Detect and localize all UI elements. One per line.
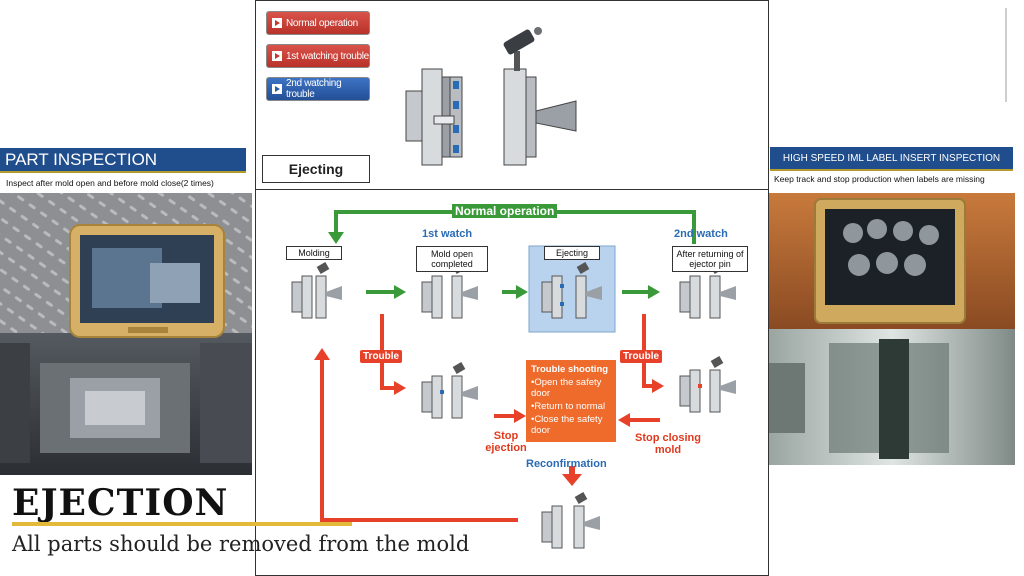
- mold-illustration: [405, 27, 577, 166]
- stage-after-return: After returning of ejector pin: [672, 246, 748, 272]
- iml-inspection-header: HIGH SPEED IML LABEL INSERT INSPECTION: [770, 147, 1013, 171]
- normal-operation-label: Normal operation: [452, 204, 558, 218]
- machine-icon-ejecting: [541, 262, 602, 319]
- legend-normal-label: Normal operation: [286, 17, 358, 29]
- machine-icon-trouble-left: [421, 362, 478, 419]
- part-inspection-photo: [0, 193, 252, 475]
- part-inspection-header: PART INSPECTION: [0, 148, 246, 173]
- trouble-shooting-title: Trouble shooting: [531, 364, 609, 375]
- stage-molding: Molding: [286, 246, 342, 260]
- reconfirmation-label: Reconfirmation: [526, 458, 607, 470]
- ejecting-stage-label: Ejecting: [262, 155, 370, 183]
- legend-normal-operation: Normal operation: [266, 11, 370, 35]
- stage-mold-open: Mold open completed: [416, 246, 488, 272]
- machine-icon-mold-open: [421, 262, 478, 319]
- legend-first-watch: 1st watching trouble: [266, 44, 370, 68]
- stop-closing-label: Stop closing mold: [635, 432, 701, 456]
- trouble-item: •Open the safety door: [531, 377, 602, 399]
- part-inspection-subtitle: Inspect after mold open and before mold …: [6, 178, 214, 188]
- legend-second-watch: 2nd watching trouble: [266, 77, 370, 101]
- machine-icon-trouble-right: [679, 356, 736, 413]
- legend-second-label: 2nd watching trouble: [286, 78, 342, 100]
- trouble-item: •Return to normal: [531, 401, 606, 412]
- trouble-right-label: Trouble: [620, 350, 663, 363]
- flow-diagram-panel: Normal operation 1st watch 2nd watch Mol…: [255, 190, 769, 576]
- play-icon: [272, 84, 282, 94]
- legend-first-label: 1st watching trouble: [286, 50, 369, 62]
- iml-inspection-subtitle: Keep track and stop production when labe…: [774, 174, 985, 184]
- play-icon: [272, 51, 282, 61]
- title-underline: [12, 522, 352, 526]
- trouble-shooting-box: Trouble shooting •Open the safety door •…: [526, 360, 616, 442]
- iml-inspection-photo: [769, 193, 1015, 465]
- trouble-item: •Close the safety door: [531, 414, 603, 436]
- ejection-title: EJECTION: [12, 482, 229, 524]
- ejection-caption: All parts should be removed from the mol…: [12, 532, 470, 556]
- legend-panel: Normal operation 1st watching trouble 2n…: [255, 0, 769, 190]
- machine-icon-molding: [291, 262, 342, 319]
- stage-ejecting: Ejecting: [544, 246, 600, 260]
- first-watch-label: 1st watch: [422, 228, 473, 240]
- machine-icon-reconfirmation: [541, 492, 600, 549]
- stop-ejection-label: Stop ejection: [485, 430, 527, 454]
- play-icon: [272, 18, 282, 28]
- trouble-left-label: Trouble: [360, 350, 403, 363]
- divider: [1005, 8, 1007, 102]
- second-watch-label: 2nd watch: [674, 228, 728, 240]
